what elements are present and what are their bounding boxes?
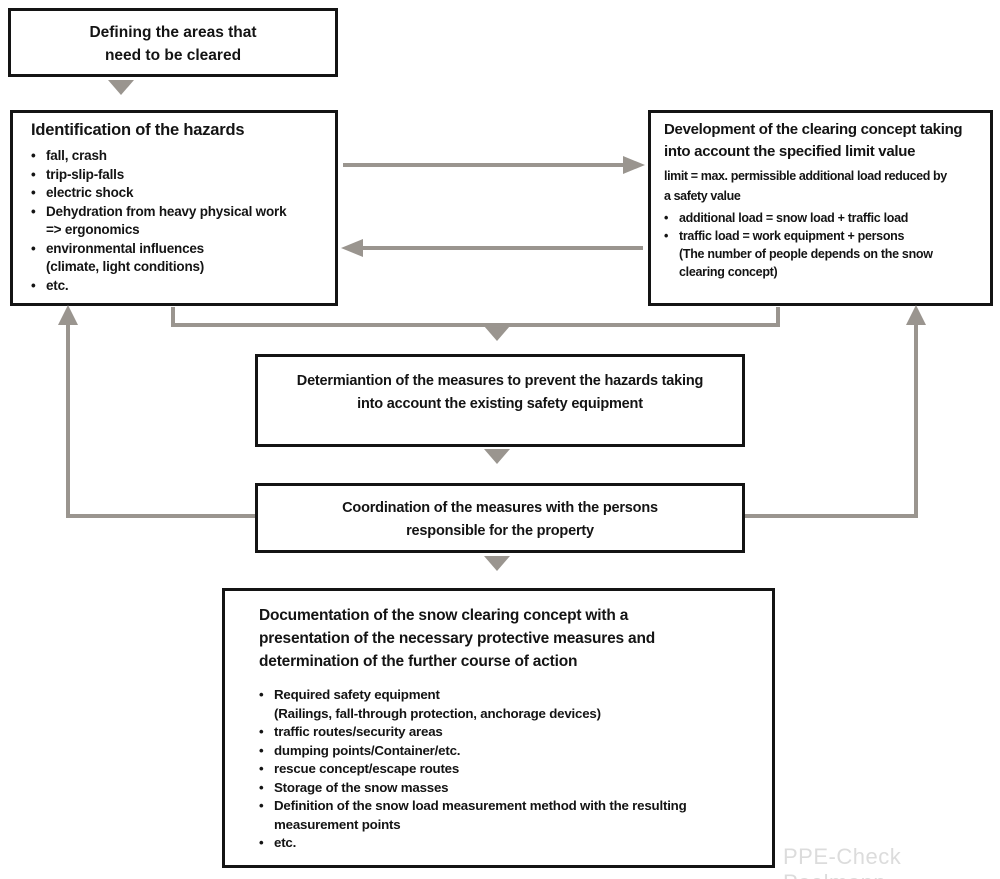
right-arrowhead-icon xyxy=(623,156,645,174)
list-item: • traffic load = work equipment + persons… xyxy=(664,227,988,281)
development-limit-note: limit = max. permissible additional load… xyxy=(664,169,947,203)
list-item-text: Storage of the snow masses xyxy=(274,779,449,795)
connector-stub-right xyxy=(776,307,780,326)
list-item: • additional load = snow load + traffic l… xyxy=(664,209,988,227)
bullet-icon: • xyxy=(259,724,264,739)
documentation-title: Documentation of the snow clearing conce… xyxy=(259,607,655,670)
connector-stub-left xyxy=(171,307,175,326)
list-item-text: Required safety equipment (Railings, fal… xyxy=(274,687,601,721)
bullet-icon: • xyxy=(259,687,264,702)
bullet-icon: • xyxy=(31,185,36,200)
list-item-text: dumping points/Container/etc. xyxy=(274,742,461,758)
connector-hline xyxy=(171,323,780,327)
list-item: • traffic routes/security areas xyxy=(259,723,762,742)
bullet-icon: • xyxy=(259,779,264,795)
identification-title: Identification of the hazards xyxy=(31,121,245,139)
list-item-text: Dehydration from heavy physical work => … xyxy=(46,203,287,238)
list-item-text: etc. xyxy=(46,277,69,293)
up-arrowhead-icon xyxy=(58,305,78,325)
down-arrowhead-icon xyxy=(484,326,510,341)
feedback-left-hline xyxy=(66,514,255,518)
list-item: • etc. xyxy=(31,277,329,296)
list-item: • environmental influences (climate, ligh… xyxy=(31,240,329,277)
list-item-text: additional load = snow load + traffic lo… xyxy=(679,211,909,225)
down-arrowhead-icon xyxy=(484,556,510,571)
list-item: • rescue concept/escape routes xyxy=(259,760,762,779)
list-item-text: environmental influences (climate, light… xyxy=(46,240,205,275)
coordination-text: Coordination of the measures with the pe… xyxy=(342,500,658,539)
list-item: • Storage of the snow masses xyxy=(259,779,762,798)
documentation-bullet-list: • Required safety equipment (Railings, fa… xyxy=(259,686,762,853)
left-arrowhead-icon xyxy=(341,239,363,257)
list-item-text: traffic load = work equipment + persons … xyxy=(679,229,933,279)
down-arrowhead-icon xyxy=(108,80,134,95)
list-item-text: rescue concept/escape routes xyxy=(274,761,460,776)
list-item: • Dehydration from heavy physical work =>… xyxy=(31,203,329,240)
flow-box-identification-hazards: Identification of the hazards • fall, cra… xyxy=(10,110,338,306)
list-item-text: fall, crash xyxy=(46,148,107,163)
list-item: • Definition of the snow load measurement… xyxy=(259,797,762,834)
list-item-text: trip-slip-falls xyxy=(46,166,125,182)
bullet-icon: • xyxy=(31,166,36,182)
bullet-icon: • xyxy=(664,229,669,243)
bullet-icon: • xyxy=(259,835,264,850)
bullet-icon: • xyxy=(259,761,264,776)
list-item-text: traffic routes/security areas xyxy=(274,724,443,739)
list-item: • electric shock xyxy=(31,184,329,203)
determination-text: Determiantion of the measures to prevent… xyxy=(296,373,704,412)
bullet-icon: • xyxy=(31,148,36,163)
down-arrowhead-icon xyxy=(484,449,510,464)
list-item: • fall, crash xyxy=(31,147,329,166)
flow-box-determination-measures: Determiantion of the measures to prevent… xyxy=(255,354,745,447)
right-arrow-shaft xyxy=(343,163,624,167)
development-bullet-list: • additional load = snow load + traffic l… xyxy=(664,209,988,281)
up-arrowhead-icon xyxy=(906,305,926,325)
watermark-text: PPE-Check Poelmann xyxy=(783,844,902,879)
list-item: • Required safety equipment (Railings, fa… xyxy=(259,686,762,723)
flow-box-coordination-measures: Coordination of the measures with the pe… xyxy=(255,483,745,553)
feedback-left-vline xyxy=(66,324,70,518)
bullet-icon: • xyxy=(259,742,264,758)
flow-box-development-concept: Development of the clearing concept taki… xyxy=(648,110,993,306)
bullet-icon: • xyxy=(664,211,669,225)
feedback-right-vline xyxy=(914,324,918,518)
flow-box-documentation-concept: Documentation of the snow clearing conce… xyxy=(222,588,775,868)
list-item-text: electric shock xyxy=(46,185,134,200)
identification-bullet-list: • fall, crash • trip-slip-falls • electric … xyxy=(31,147,329,295)
bullet-icon: • xyxy=(31,240,36,256)
left-arrow-shaft xyxy=(363,246,643,250)
development-title: Development of the clearing concept taki… xyxy=(664,121,963,160)
defining-areas-text: Defining the areas that need to be clear… xyxy=(89,24,257,64)
bullet-icon: • xyxy=(31,203,36,219)
list-item-text: Definition of the snow load measurement … xyxy=(274,798,687,832)
feedback-right-hline xyxy=(745,514,918,518)
list-item: • trip-slip-falls xyxy=(31,166,329,185)
bullet-icon: • xyxy=(259,798,264,813)
bullet-icon: • xyxy=(31,277,36,293)
list-item-text: etc. xyxy=(274,835,297,850)
list-item: • etc. xyxy=(259,834,762,853)
flow-box-defining-areas: Defining the areas that need to be clear… xyxy=(8,8,338,77)
list-item: • dumping points/Container/etc. xyxy=(259,742,762,761)
